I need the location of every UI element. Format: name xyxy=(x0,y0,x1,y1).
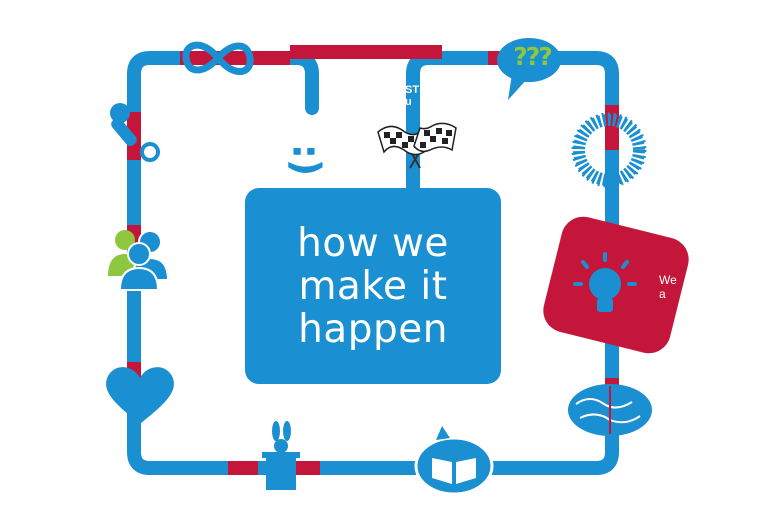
title-line-2: make it xyxy=(298,263,448,309)
lightbulb-tile-line-1: We xyxy=(659,273,677,287)
magic-hat-rabbit-icon xyxy=(262,421,300,490)
open-book-icon xyxy=(414,426,494,496)
microphone-icon xyxy=(110,103,160,162)
lightbulb-tile-line-2: a xyxy=(659,287,666,301)
lightbulb-tile-text: We a xyxy=(659,273,677,301)
brain-icon xyxy=(568,384,652,436)
heart-icon xyxy=(106,367,174,424)
people-icon xyxy=(108,230,170,291)
smiley-icon: :) xyxy=(284,143,329,177)
start-text-line-1: ST xyxy=(405,84,420,96)
track-loop-right xyxy=(406,51,619,475)
start-text-line-2: u xyxy=(405,96,412,108)
title-line-1: how we xyxy=(297,220,449,266)
title-line-3: happen xyxy=(298,306,448,352)
question-speech-bubble-icon xyxy=(497,38,561,100)
lightbulb-icon xyxy=(573,252,637,312)
city-skyline-circle-icon xyxy=(571,112,647,188)
start-text: ST u xyxy=(405,84,419,108)
checkered-flags-icon xyxy=(377,122,457,169)
infinity-icon xyxy=(182,41,254,75)
track-loop-left xyxy=(127,51,427,475)
title-box: how we make it happen xyxy=(245,188,501,384)
question-marks: ??? xyxy=(513,42,553,71)
